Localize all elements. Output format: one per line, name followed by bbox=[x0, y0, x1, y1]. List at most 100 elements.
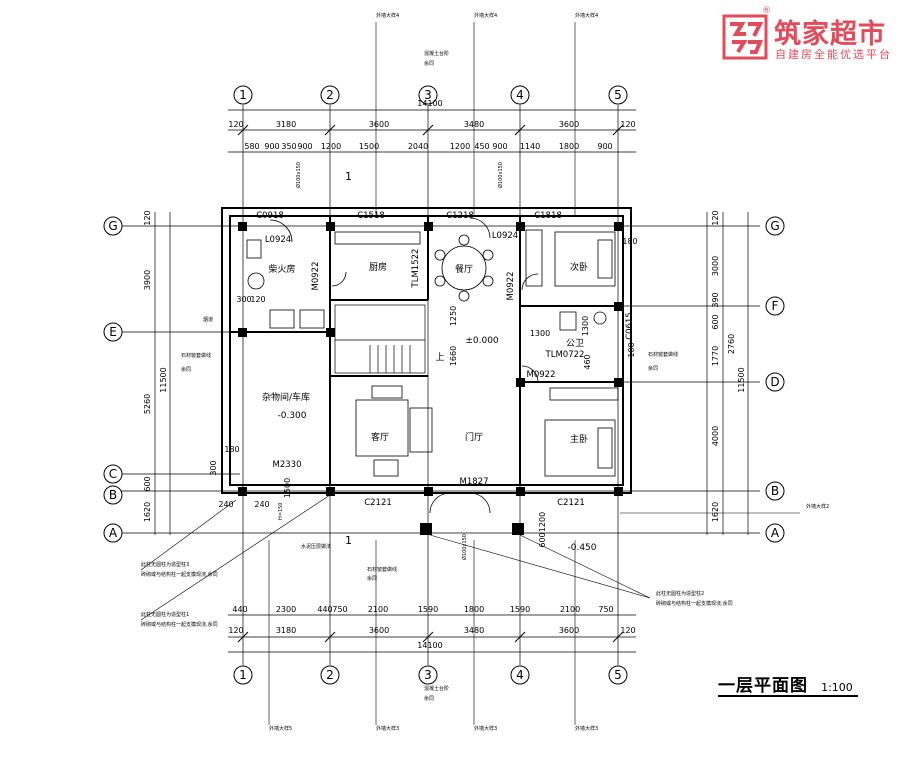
outdoor-level: -0.450 bbox=[567, 543, 596, 553]
dim-open-6: 2040 bbox=[408, 142, 428, 151]
dim-open-0: 580 bbox=[244, 142, 259, 151]
dim-left-4: 1620 bbox=[143, 502, 152, 522]
misc-dim-10: 240 bbox=[218, 500, 233, 509]
note-external-wall-5: 外墙大样5 bbox=[269, 725, 292, 732]
axis-f-right: F bbox=[772, 299, 779, 313]
dim-top-1: 3180 bbox=[276, 120, 296, 129]
brand-mark-icon bbox=[722, 14, 768, 60]
dim-open-8: 450 bbox=[474, 142, 489, 151]
axis-3-bottom: 3 bbox=[424, 668, 432, 682]
axis-2-bottom: 2 bbox=[326, 668, 334, 682]
opening-m0922-b: M0922 bbox=[506, 272, 516, 301]
misc-dim-13: 600 bbox=[538, 532, 547, 547]
note-same-as-left: 余同 bbox=[181, 366, 191, 373]
dim-top-5: 120 bbox=[620, 120, 635, 129]
overall-width-top: 14100 bbox=[417, 99, 442, 108]
note-section-top: 1 bbox=[345, 170, 352, 183]
note-external-wall-4-a: 外墙大样4 bbox=[376, 12, 399, 19]
brand-logo: 筑家超市 ® 自建房全能优选平台 bbox=[722, 6, 899, 62]
dim-right-total: 11500 bbox=[737, 367, 746, 392]
dimension-lines bbox=[120, 105, 760, 665]
drawing-title-text: 一层平面图 bbox=[718, 676, 808, 696]
drawing-scale: 1:100 bbox=[821, 681, 853, 694]
room-labels: 柴火房 厨房 餐厅 次卧 公卫 杂物间/车库 -0.300 客厅 门厅 ±0.0… bbox=[262, 261, 597, 553]
misc-dim-14: 180 bbox=[622, 237, 637, 246]
note-section-bottom: 1 bbox=[345, 534, 352, 547]
dim-right-inner: 2760 bbox=[727, 334, 736, 354]
axis-1-top: 1 bbox=[239, 88, 247, 102]
opening-c0615: C0615 bbox=[625, 312, 635, 340]
note-window-sill-left: 石材窗套做线 bbox=[181, 352, 211, 359]
dim-right-5: 4000 bbox=[711, 426, 720, 446]
axis-d-right: D bbox=[770, 375, 779, 389]
axis-3-top: 3 bbox=[424, 88, 432, 102]
vertical-dimension-texts: 120 3900 5260 600 1620 11500 120 3000 39… bbox=[143, 210, 746, 522]
room-second-bedroom: 次卧 bbox=[570, 261, 588, 273]
note-rain-pipe-c: Ø100x150 bbox=[461, 534, 468, 560]
note-window-sill-bottom: 石材窗套做线 bbox=[367, 566, 397, 573]
dim-right-4: 1770 bbox=[711, 346, 720, 366]
dim-right-2: 390 bbox=[711, 292, 720, 307]
misc-dim-1: 1250 bbox=[449, 306, 458, 326]
opening-c2121-a: C2121 bbox=[364, 498, 392, 508]
grid-axis-bubbles bbox=[103, 85, 785, 685]
note-rain-pipe-b: Ø100x150 bbox=[497, 162, 504, 188]
dim-left-2: 5260 bbox=[143, 394, 152, 414]
opening-c1218: C1218 bbox=[446, 211, 474, 221]
dim-bot-open-9: 750 bbox=[598, 605, 613, 614]
dim-right-0: 120 bbox=[711, 210, 720, 225]
note-fill-height: H=150 bbox=[278, 503, 284, 521]
note-chimney: 烟道 bbox=[203, 316, 213, 323]
dim-bot-open-2: 440 bbox=[317, 605, 332, 614]
dim-bot-open-5: 1590 bbox=[418, 605, 438, 614]
title-underline bbox=[718, 695, 858, 697]
note-cement-board: 水泥压层做法 bbox=[301, 543, 331, 550]
room-firewood: 柴火房 bbox=[268, 263, 295, 275]
note-detail-note-3: 砖砌或与结构柱一起支模现浇,余同 bbox=[141, 571, 218, 578]
stair bbox=[334, 304, 426, 374]
note-window-sill-right: 石材窗套做线 bbox=[648, 351, 678, 358]
dim-open-9: 900 bbox=[492, 142, 507, 151]
dim-bot-open-3: 750 bbox=[332, 605, 347, 614]
note-detail-2: 此柱无圆柱为造型柱2 bbox=[656, 590, 704, 597]
annotations: 外墙大样4 外墙大样4 外墙大样4 混凝土台阶 余同 石材窗套做线 余同 石材窗… bbox=[141, 12, 829, 732]
axis-1-bottom: 1 bbox=[239, 668, 247, 682]
opening-l0924-b: L0924 bbox=[492, 231, 518, 241]
dim-open-4: 1200 bbox=[321, 142, 341, 151]
opening-m1827: M1827 bbox=[460, 477, 489, 487]
storage-level: -0.300 bbox=[277, 411, 306, 421]
dim-right-3: 600 bbox=[711, 314, 720, 329]
note-same-as-top: 余同 bbox=[424, 60, 434, 67]
room-dining: 餐厅 bbox=[455, 263, 473, 275]
room-foyer: 门厅 bbox=[465, 431, 483, 443]
dim-top-2: 3600 bbox=[369, 120, 389, 129]
dim-open-1: 900 bbox=[264, 142, 279, 151]
misc-dim-9: 300 bbox=[209, 460, 218, 475]
dim-bot-open-8: 2100 bbox=[560, 605, 580, 614]
axis-2-top: 2 bbox=[326, 88, 334, 102]
misc-dim-5: 100 bbox=[627, 342, 636, 357]
note-external-wall-4-b: 外墙大样4 bbox=[474, 12, 497, 19]
misc-dim-4: 460 bbox=[583, 354, 592, 369]
doors bbox=[269, 217, 539, 514]
dim-open-7: 1200 bbox=[450, 142, 470, 151]
dimension-texts: 14100 120 3180 3600 3480 3600 120 580 90… bbox=[228, 99, 635, 650]
axis-4-top: 4 bbox=[516, 88, 524, 102]
dim-left-0: 120 bbox=[143, 210, 152, 225]
misc-dim-3: 1300 bbox=[581, 316, 590, 336]
dim-bot-open-1: 2300 bbox=[276, 605, 296, 614]
dimension-ticks bbox=[237, 124, 624, 643]
misc-dim-0: 1660 bbox=[449, 346, 458, 366]
brand-name: 筑家超市 bbox=[774, 19, 886, 50]
dim-open-12: 900 bbox=[597, 142, 612, 151]
opening-c1518: C1518 bbox=[357, 211, 385, 221]
note-same-as-bottom-2: 余同 bbox=[424, 695, 434, 702]
opening-tlm1522: TLM1522 bbox=[411, 249, 421, 289]
registered-mark: ® bbox=[762, 6, 771, 16]
dim-left-1: 3900 bbox=[143, 270, 152, 290]
note-detail-3: 此柱无圆柱为造型柱3 bbox=[141, 561, 189, 568]
room-master-bedroom: 主卧 bbox=[570, 433, 588, 445]
columns bbox=[238, 222, 623, 535]
opening-m2330: M2330 bbox=[273, 460, 302, 470]
axis-b-right: B bbox=[771, 484, 779, 498]
